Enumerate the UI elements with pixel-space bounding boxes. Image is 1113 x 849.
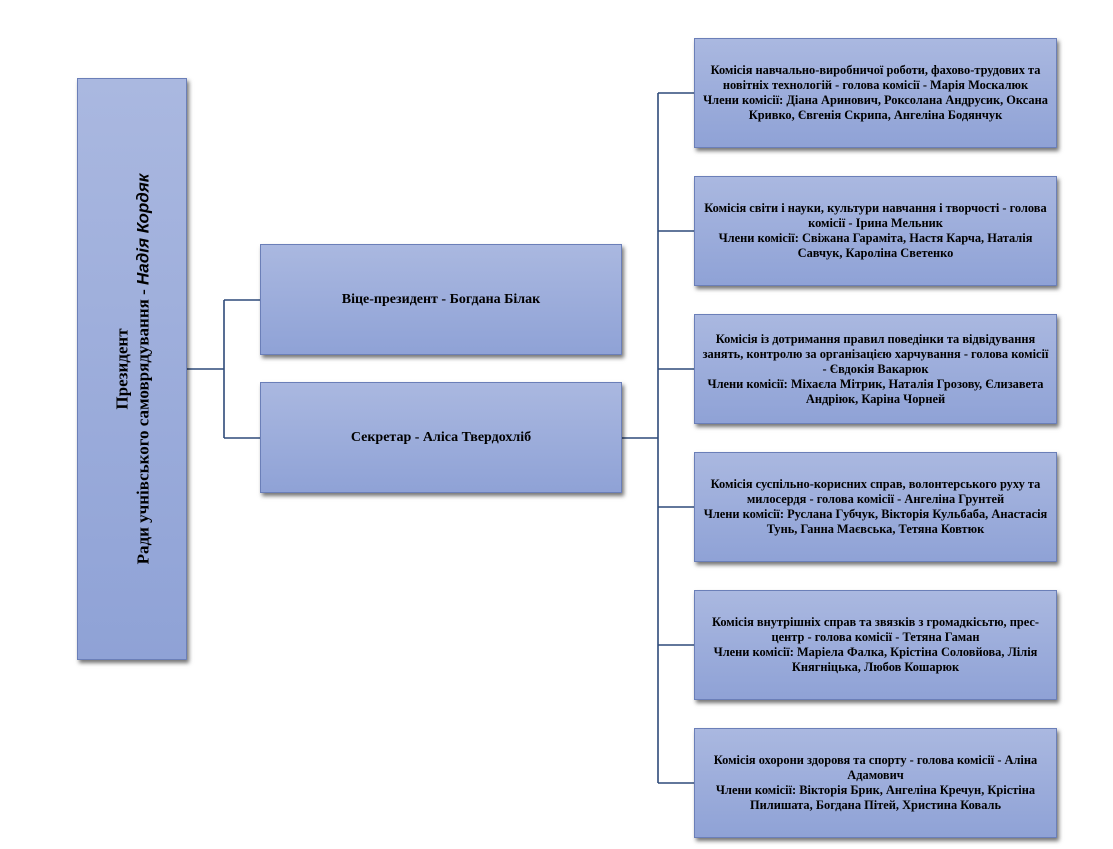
vice-president-box: Віце-президент - Богдана Білак (260, 244, 622, 355)
president-name: Надія Кордяк (133, 173, 153, 285)
commission-title: Комісія із дотримання правил поведінки т… (702, 331, 1049, 376)
president-title: Президент Ради учнівського самоврядуванн… (111, 174, 153, 565)
connector-secretary-to-commissions (622, 92, 694, 784)
vice-president-label: Віце-президент - Богдана Білак (341, 291, 541, 307)
commission-members: Члени комісії: Свіжана Гараміта, Настя К… (718, 231, 1033, 260)
secretary-label: Секретар - Аліса Твердохліб (350, 429, 532, 445)
secretary-box: Секретар - Аліса Твердохліб (260, 382, 622, 493)
commission-title: Комісія світи і науки, культури навчання… (704, 201, 1047, 230)
commission-box: Комісія навчально-виробничої роботи, фах… (694, 38, 1057, 148)
commission-box: Комісія суспільно-корисних справ, волонт… (694, 452, 1057, 562)
commission-title: Комісія внутрішніх справ та звязків з гр… (711, 615, 1040, 644)
commission-box: Комісія внутрішніх справ та звязків з гр… (694, 590, 1057, 700)
commission-members: Члени комісії: Діана Аринович, Роксолана… (703, 93, 1048, 122)
commission-members: Члени комісії: Вікторія Брик, Ангеліна К… (715, 783, 1036, 812)
commission-title: Комісія охорони здоровя та спорту - голо… (713, 753, 1038, 782)
connector-president-to-mid (187, 299, 260, 439)
president-box: Президент Ради учнівського самоврядуванн… (77, 78, 187, 660)
commission-members: Члени комісії: Руслана Губчук, Вікторія … (703, 507, 1048, 536)
commission-box: Комісія охорони здоровя та спорту - голо… (694, 728, 1057, 838)
commission-title: Комісія суспільно-корисних справ, волонт… (710, 477, 1041, 506)
commission-members: Члени комісії: Міхаєла Мітрик, Наталія Г… (707, 376, 1044, 406)
commission-box: Комісія із дотримання правил поведінки т… (694, 314, 1057, 424)
president-title-line2: Ради учнівського самоврядування - (133, 284, 153, 565)
commission-box: Комісія світи і науки, культури навчання… (694, 176, 1057, 286)
commission-members: Члени комісії: Маріела Фалка, Крістіна С… (713, 645, 1038, 674)
president-title-line1: Президент (112, 328, 132, 410)
commission-title: Комісія навчально-виробничої роботи, фах… (710, 63, 1041, 92)
